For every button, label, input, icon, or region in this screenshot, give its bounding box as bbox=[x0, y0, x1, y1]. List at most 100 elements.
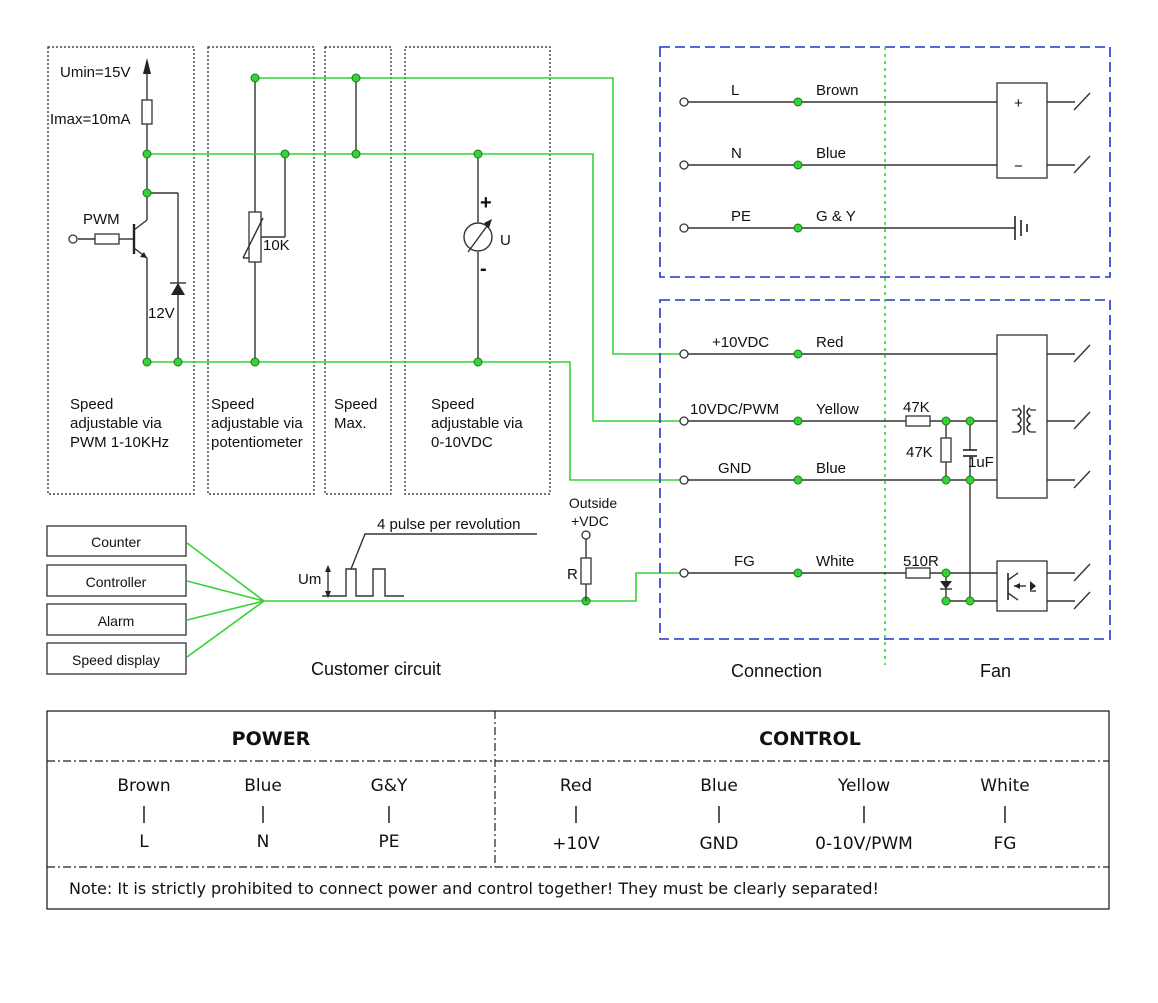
svg-text:|: | bbox=[1002, 804, 1008, 824]
pin-fg-label: FG bbox=[734, 553, 755, 570]
resistor-icon bbox=[94, 233, 120, 245]
zener-voltage-label: 12V bbox=[148, 305, 175, 322]
wire-gy-label: G & Y bbox=[816, 208, 856, 225]
junction-dots bbox=[142, 73, 591, 606]
svg-text:Red: Red bbox=[560, 776, 592, 796]
panel-pwm bbox=[47, 46, 195, 495]
svg-text:|: | bbox=[861, 804, 867, 824]
panel-pot-caption: Speed adjustable via potentiometer bbox=[211, 396, 303, 451]
counter-box bbox=[46, 525, 187, 557]
power-supply-box bbox=[996, 82, 1048, 179]
driver-box bbox=[996, 334, 1048, 499]
table-note: Note: It is strictly prohibited to conne… bbox=[69, 879, 879, 898]
um-label: Um bbox=[298, 571, 321, 588]
resistor-icon bbox=[141, 99, 153, 125]
svg-text:PE: PE bbox=[379, 832, 400, 852]
table-power-cols: Brown | L Blue | N G&Y | PE bbox=[117, 776, 408, 852]
arrow-up-icon bbox=[143, 58, 151, 74]
panel-max-caption: Speed Max. bbox=[334, 396, 377, 432]
panel-0-10vdc bbox=[404, 46, 551, 495]
meter-label: U bbox=[500, 232, 511, 249]
svg-text:Speed: Speed bbox=[431, 396, 474, 413]
pin-10vdc-label: +10VDC bbox=[712, 334, 769, 351]
section-connection: Connection bbox=[731, 661, 822, 681]
svg-text:0-10V/PWM: 0-10V/PWM bbox=[815, 834, 913, 854]
r47k-shunt-label: 47K bbox=[906, 444, 933, 461]
panel-pwm-caption: Speed adjustable via PWM 1-10KHz bbox=[70, 396, 169, 451]
svg-text:|: | bbox=[716, 804, 722, 824]
table-power-header: POWER bbox=[232, 728, 311, 750]
output-counter-label: Counter bbox=[91, 534, 141, 550]
pulse-waveform bbox=[322, 533, 537, 598]
svg-text:Brown: Brown bbox=[117, 776, 170, 796]
pin-l-label: L bbox=[731, 82, 739, 99]
output-speed-display-label: Speed display bbox=[72, 652, 160, 668]
zener-diode-icon bbox=[171, 283, 185, 295]
svg-text:+10V: +10V bbox=[552, 834, 600, 854]
resistor-icon bbox=[905, 567, 931, 579]
output-alarm-label: Alarm bbox=[98, 613, 135, 629]
svg-text:|: | bbox=[141, 804, 147, 824]
svg-text:Max.: Max. bbox=[334, 415, 367, 432]
svg-text:Speed: Speed bbox=[334, 396, 377, 413]
cap-label: 1uF bbox=[968, 454, 994, 471]
wire-white-label: White bbox=[816, 553, 854, 570]
resistor-icon bbox=[580, 557, 592, 585]
resistor-icon bbox=[940, 437, 952, 463]
psu-minus-label: − bbox=[1014, 158, 1023, 175]
svg-text:Blue: Blue bbox=[700, 776, 738, 796]
power-wires bbox=[679, 82, 1091, 240]
pullup-r-label: R bbox=[567, 566, 578, 583]
svg-text:potentiometer: potentiometer bbox=[211, 434, 303, 451]
section-customer-circuit: Customer circuit bbox=[311, 659, 441, 679]
panel-max bbox=[324, 46, 392, 495]
svg-text:Speed: Speed bbox=[70, 396, 113, 413]
panel-vdc-caption: Speed adjustable via 0-10VDC bbox=[431, 396, 523, 451]
pin-pwm-label: 10VDC/PWM bbox=[690, 401, 779, 418]
wire-fg bbox=[264, 572, 680, 602]
pin-n-label: N bbox=[731, 145, 742, 162]
svg-text:PWM 1-10KHz: PWM 1-10KHz bbox=[70, 434, 169, 451]
outside-label: Outside bbox=[569, 495, 617, 511]
svg-text:Speed: Speed bbox=[211, 396, 254, 413]
potentiometer-icon bbox=[248, 211, 262, 263]
imax-label: Imax=10mA bbox=[50, 111, 130, 128]
output-boxes bbox=[46, 525, 187, 675]
umin-label: Umin=15V bbox=[60, 64, 130, 81]
output-controller-label: Controller bbox=[86, 574, 147, 590]
pulse-label: 4 pulse per revolution bbox=[377, 516, 520, 533]
svg-text:|: | bbox=[573, 804, 579, 824]
svg-text:adjustable via: adjustable via bbox=[70, 415, 162, 432]
wire-gnd bbox=[147, 361, 680, 481]
svg-text:L: L bbox=[139, 832, 149, 852]
section-fan: Fan bbox=[980, 661, 1011, 681]
outside-vdc-label: +VDC bbox=[571, 513, 609, 529]
svg-text:FG: FG bbox=[994, 834, 1017, 854]
r47k-series-label: 47K bbox=[903, 399, 930, 416]
svg-text:Yellow: Yellow bbox=[837, 776, 890, 796]
zener-diode-icon bbox=[940, 581, 952, 589]
psu-plus-label: + bbox=[1014, 95, 1023, 112]
pin-pe-label: PE bbox=[731, 208, 751, 225]
wire-blue-label: Blue bbox=[816, 145, 846, 162]
wire-brown-label: Brown bbox=[816, 82, 859, 99]
svg-text:adjustable via: adjustable via bbox=[211, 415, 303, 432]
pullup-resistor bbox=[580, 530, 592, 601]
pot-value-label: 10K bbox=[263, 237, 290, 254]
alarm-box bbox=[46, 603, 187, 636]
voltage-source bbox=[463, 154, 493, 362]
svg-text:|: | bbox=[386, 804, 392, 824]
source-minus-label: - bbox=[480, 258, 487, 280]
transformer-icon bbox=[1012, 405, 1036, 435]
pin-gnd-label: GND bbox=[718, 460, 752, 477]
potentiometer bbox=[242, 78, 286, 362]
svg-text:adjustable via: adjustable via bbox=[431, 415, 523, 432]
svg-text:Blue: Blue bbox=[244, 776, 282, 796]
ground-icon bbox=[1014, 216, 1028, 240]
svg-text:G&Y: G&Y bbox=[371, 776, 408, 796]
svg-text:N: N bbox=[257, 832, 270, 852]
table-control-cols: Red | +10V Blue | GND Yellow | 0-10V/PWM… bbox=[552, 776, 1029, 854]
pwm-label: PWM bbox=[83, 211, 120, 228]
r510-label: 510R bbox=[903, 553, 939, 570]
